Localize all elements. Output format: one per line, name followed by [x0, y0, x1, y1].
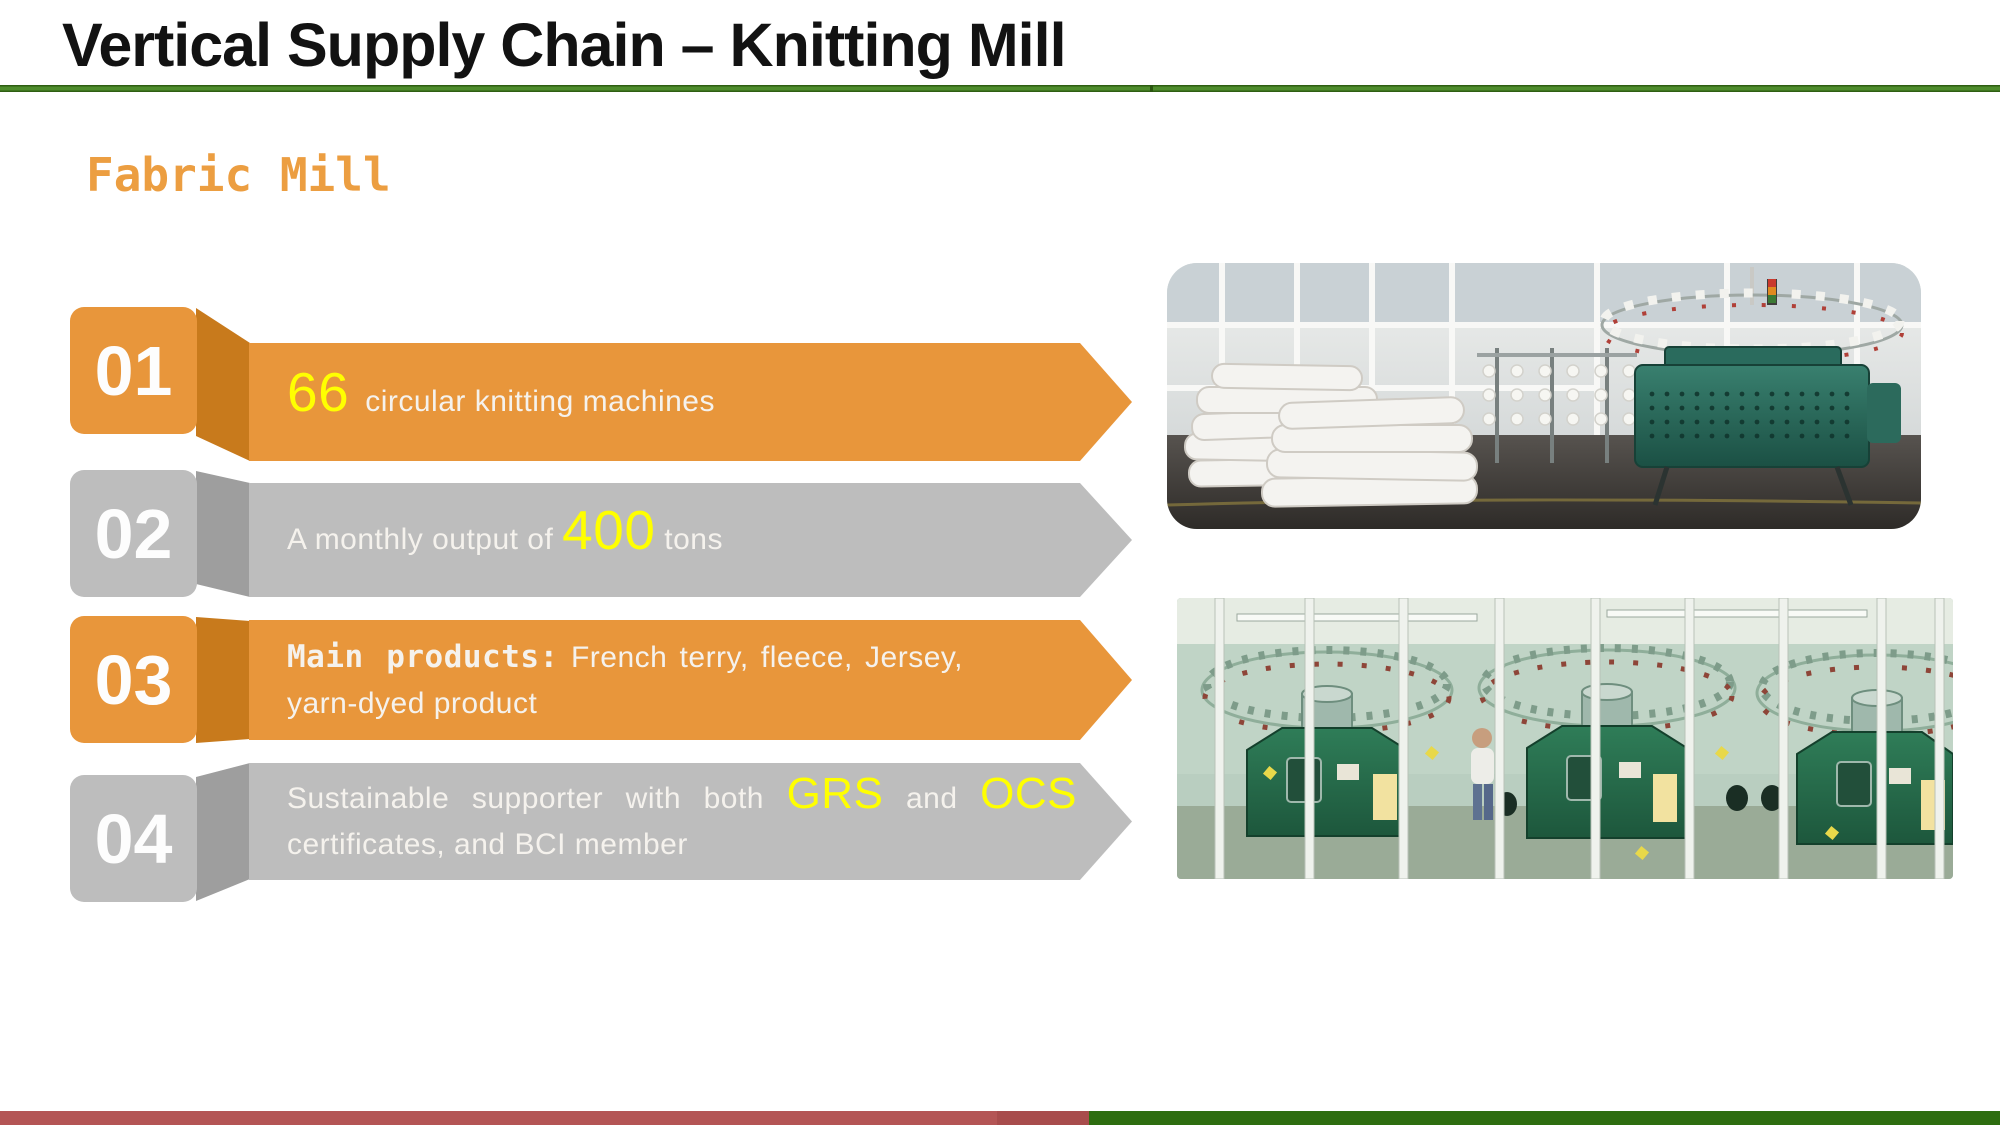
banner-2-text: A monthly output of 400 tons: [287, 503, 723, 563]
highlight-value: OCS: [980, 768, 1077, 818]
banner-1-fold: [196, 308, 250, 461]
banner-4-label-suffix: certificates, and BCI member: [287, 827, 688, 861]
yellow-tags: [1262, 745, 1840, 861]
highlight-value: GRS: [786, 768, 884, 818]
banner-2-label-suffix: tons: [655, 523, 723, 556]
banner-4-label: Sustainable supporter with both: [287, 781, 787, 815]
banner-4-number: 04: [94, 799, 173, 878]
banner-2-arrow: A monthly output of 400 tons: [249, 483, 1132, 597]
worker-figure: [1471, 728, 1494, 820]
section-title: Fabric Mill: [86, 148, 391, 202]
knitting-mill-photo-1-illustration: [1167, 263, 1921, 529]
banner-2-number: 02: [94, 494, 173, 573]
banner-3-fold: [196, 617, 250, 743]
banner-3-lead: Main products:: [287, 638, 559, 675]
highlight-value: 400: [562, 499, 656, 561]
banner-1-arrow: 66 circular knitting machines: [249, 343, 1132, 461]
banner-2-fold: [196, 471, 250, 597]
knitting-mill-photo-2-illustration: [1177, 598, 1953, 879]
yarn-creel-rack: [1477, 348, 1637, 463]
banner-4-fold: [196, 763, 250, 901]
banner-3-number: 03: [94, 640, 173, 719]
header-divider: [0, 85, 2000, 92]
banner-1-number: 01: [94, 331, 173, 410]
banner-4-arrow: Sustainable supporter with both GRS and …: [249, 763, 1132, 880]
footer-bar-green: [1089, 1111, 2000, 1125]
banner-3-text: Main products: French terry, fleece, Jer…: [287, 634, 963, 727]
banner-3-badge: 03: [70, 616, 197, 743]
support-poles: [1214, 598, 1945, 879]
slide-title: Vertical Supply Chain – Knitting Mill: [62, 11, 1067, 79]
banner-3-arrow: Main products: French terry, fleece, Jer…: [249, 620, 1132, 740]
banner-3-label: French terry, fleece, Jersey, yarn-dyed …: [287, 640, 963, 720]
circular-knitting-machine: [1599, 267, 1905, 506]
banner-4-label-mid: and: [883, 781, 981, 815]
footer-bar-red-dark: [997, 1111, 1089, 1125]
banner-1-badge: 01: [70, 307, 197, 434]
header-divider-joint: [1150, 85, 1153, 92]
knitting-mill-photo-2: [1177, 598, 1953, 879]
banner-4-badge: 04: [70, 775, 197, 902]
banner-1-label: circular knitting machines: [365, 385, 715, 418]
knitting-mill-photo-1: [1167, 263, 1921, 529]
footer-bar-red: [0, 1111, 997, 1125]
banner-4-text: Sustainable supporter with both GRS and …: [287, 771, 1077, 868]
highlight-value: 66: [287, 361, 350, 423]
banner-2-label: A monthly output of: [287, 523, 563, 556]
banner-2-badge: 02: [70, 470, 197, 597]
fabric-bales: [1183, 362, 1479, 508]
